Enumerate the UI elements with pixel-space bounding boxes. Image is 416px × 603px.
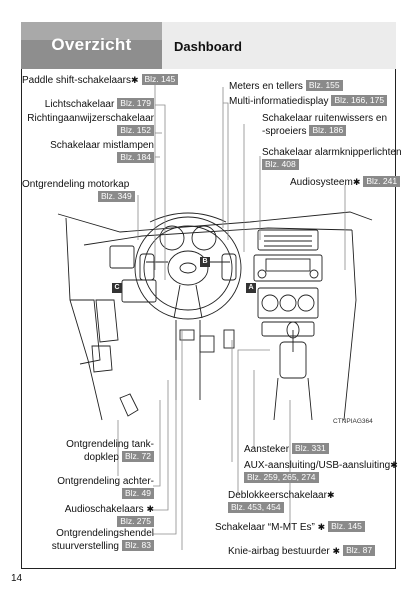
page-header: Overzicht Dashboard — [21, 22, 396, 69]
callout-aux-usb: AUX-aansluiting/USB-aansluiting✱Blz. 259… — [244, 460, 398, 483]
callout-knie-airbag: Knie-airbag bestuurder ✱Blz. 87 — [228, 545, 376, 558]
page-number: 14 — [11, 573, 23, 584]
page-ref[interactable]: Blz. 166, 175 — [331, 95, 388, 106]
page-ref[interactable]: Blz. 152 — [117, 125, 154, 136]
page-ref[interactable]: Blz. 155 — [305, 80, 343, 91]
page-subtitle: Dashboard — [174, 39, 242, 54]
marker-c: C — [112, 283, 122, 293]
page-ref[interactable]: Blz. 259, 265, 274 — [244, 472, 319, 483]
callout-paddle-shift: Paddle shift-schakelaars✱Blz. 145 — [22, 74, 179, 87]
section-tab: Overzicht — [21, 22, 162, 69]
page-ref[interactable]: Blz. 331 — [292, 443, 329, 454]
page-ref[interactable]: Blz. 349 — [98, 191, 135, 202]
page-ref[interactable]: Blz. 408 — [262, 159, 299, 170]
callout-deblokkeer: Deblokkeerschakelaar✱Blz. 453, 454 — [228, 490, 335, 513]
page-ref[interactable]: Blz. 145 — [141, 74, 179, 85]
callout-mmt-es: Schakelaar “M-MT Es” ✱Blz. 145 — [215, 521, 365, 534]
page-ref[interactable]: Blz. 87 — [343, 545, 376, 556]
marker-a: A — [246, 283, 256, 293]
callout-achterklep: Ontgrendeling achter-Blz. 49 — [57, 476, 154, 499]
page-ref[interactable]: Blz. 184 — [117, 152, 154, 163]
section-title: Overzicht — [51, 35, 132, 54]
page-ref[interactable]: Blz. 83 — [122, 540, 154, 551]
page-ref[interactable]: Blz. 72 — [122, 451, 154, 462]
marker-b: B — [200, 257, 210, 267]
page-ref[interactable]: Blz. 179 — [117, 98, 154, 109]
page-ref[interactable]: Blz. 186 — [309, 125, 347, 136]
page-ref[interactable]: Blz. 453, 454 — [228, 502, 284, 513]
callout-audioschakelaars: Audioschakelaars ✱Blz. 275 — [64, 504, 154, 527]
callout-audiosysteem: Audiosysteem✱Blz. 241 — [290, 176, 401, 189]
page-ref[interactable]: Blz. 145 — [328, 521, 365, 532]
page-ref[interactable]: Blz. 49 — [122, 488, 154, 499]
page-ref[interactable]: Blz. 241 — [363, 176, 401, 187]
subtitle-bar: Dashboard — [162, 22, 396, 69]
image-code: CTNPIAG364 — [333, 418, 373, 425]
content-frame — [21, 69, 396, 569]
page-ref[interactable]: Blz. 275 — [117, 516, 154, 527]
